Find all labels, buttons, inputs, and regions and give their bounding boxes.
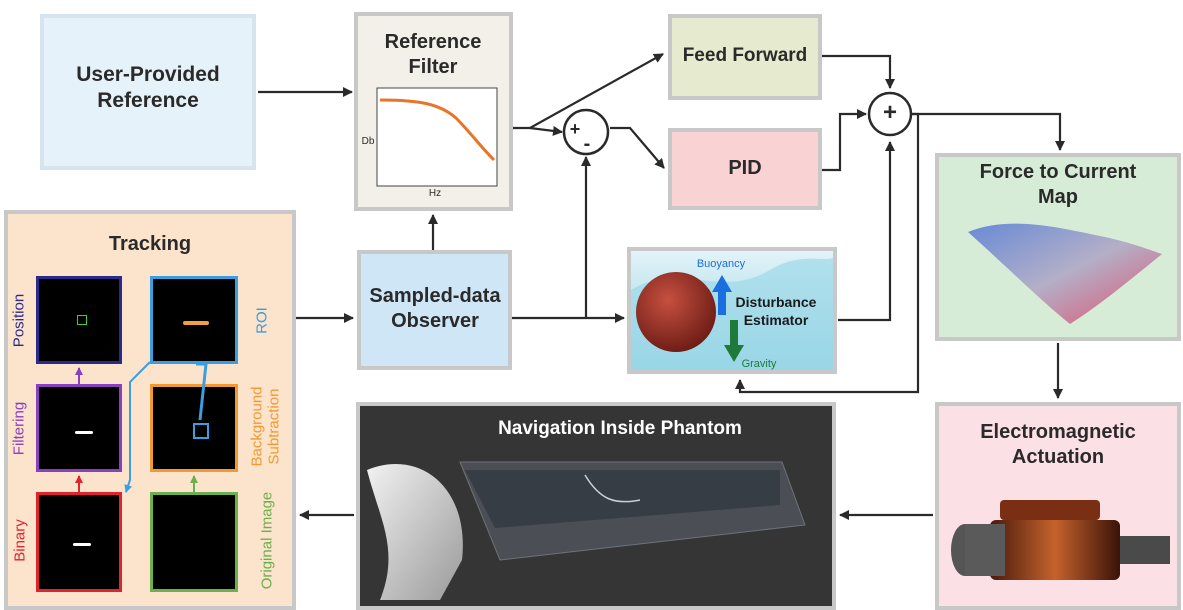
ultrasound-probe-icon — [367, 463, 463, 600]
user-reference-block — [40, 14, 256, 170]
feed-forward-label: Feed Forward — [682, 45, 808, 66]
pid-block — [668, 128, 822, 210]
filter-bode-plot — [376, 87, 498, 187]
output-sum-sign: + — [882, 99, 897, 126]
arrow-disturbance-to-sum — [838, 141, 895, 322]
summing-junction-output — [867, 91, 913, 137]
gravity-label: Gravity — [741, 358, 777, 370]
user-reference-label: User-Provided Reference — [76, 63, 220, 113]
disturbance-illustration — [631, 251, 833, 370]
navigation-label: Navigation Inside Phantom — [498, 418, 742, 439]
pid-label: PID — [728, 157, 762, 179]
arrow-sum-to-force — [912, 112, 1065, 151]
sphere-icon — [636, 272, 716, 352]
arrow-pid-to-sum — [822, 109, 867, 172]
gravity-arrow-icon — [724, 320, 744, 362]
phantom-illustration — [367, 461, 806, 600]
position-thumbnail — [36, 276, 122, 364]
buoyancy-label: Buoyancy — [696, 258, 746, 270]
arrow-feedback-to-disturbance — [735, 112, 920, 394]
summing-plus-sign: + — [569, 119, 581, 139]
summing-minus-sign: - — [583, 133, 591, 155]
force-map-surface — [968, 223, 1162, 324]
original-image-thumbnail — [150, 492, 238, 592]
buoyancy-arrow-icon — [712, 275, 732, 315]
arrow-summing-to-pid — [610, 126, 665, 169]
arrow-feedforward-to-sum — [822, 54, 895, 89]
filter-xlabel: Hz — [428, 188, 442, 199]
filtering-thumbnail — [36, 384, 122, 472]
background-subtraction-thumbnail — [150, 384, 238, 472]
summing-junction-error — [562, 108, 610, 156]
filter-ylabel: Db — [361, 136, 375, 147]
observer-label: Sampled-data Observer — [369, 285, 501, 332]
actuation-label: Electromagnetic Actuation — [980, 421, 1136, 468]
force-to-current-label: Force to Current Map — [979, 161, 1137, 208]
arrow-filter-to-summing — [529, 125, 563, 136]
coil-illustration — [951, 500, 1170, 580]
roi-box-icon — [193, 423, 209, 439]
disturbance-label: Disturbance Estimator — [735, 294, 817, 328]
feed-forward-block — [668, 14, 822, 100]
tracking-arrows — [75, 361, 208, 493]
binary-thumbnail — [36, 492, 122, 592]
tracking-label: Tracking — [108, 233, 192, 255]
roi-thumbnail — [150, 276, 238, 364]
reference-filter-label: Reference Filter — [384, 31, 482, 78]
target-marker-icon — [77, 315, 87, 325]
observer-block — [357, 250, 512, 370]
